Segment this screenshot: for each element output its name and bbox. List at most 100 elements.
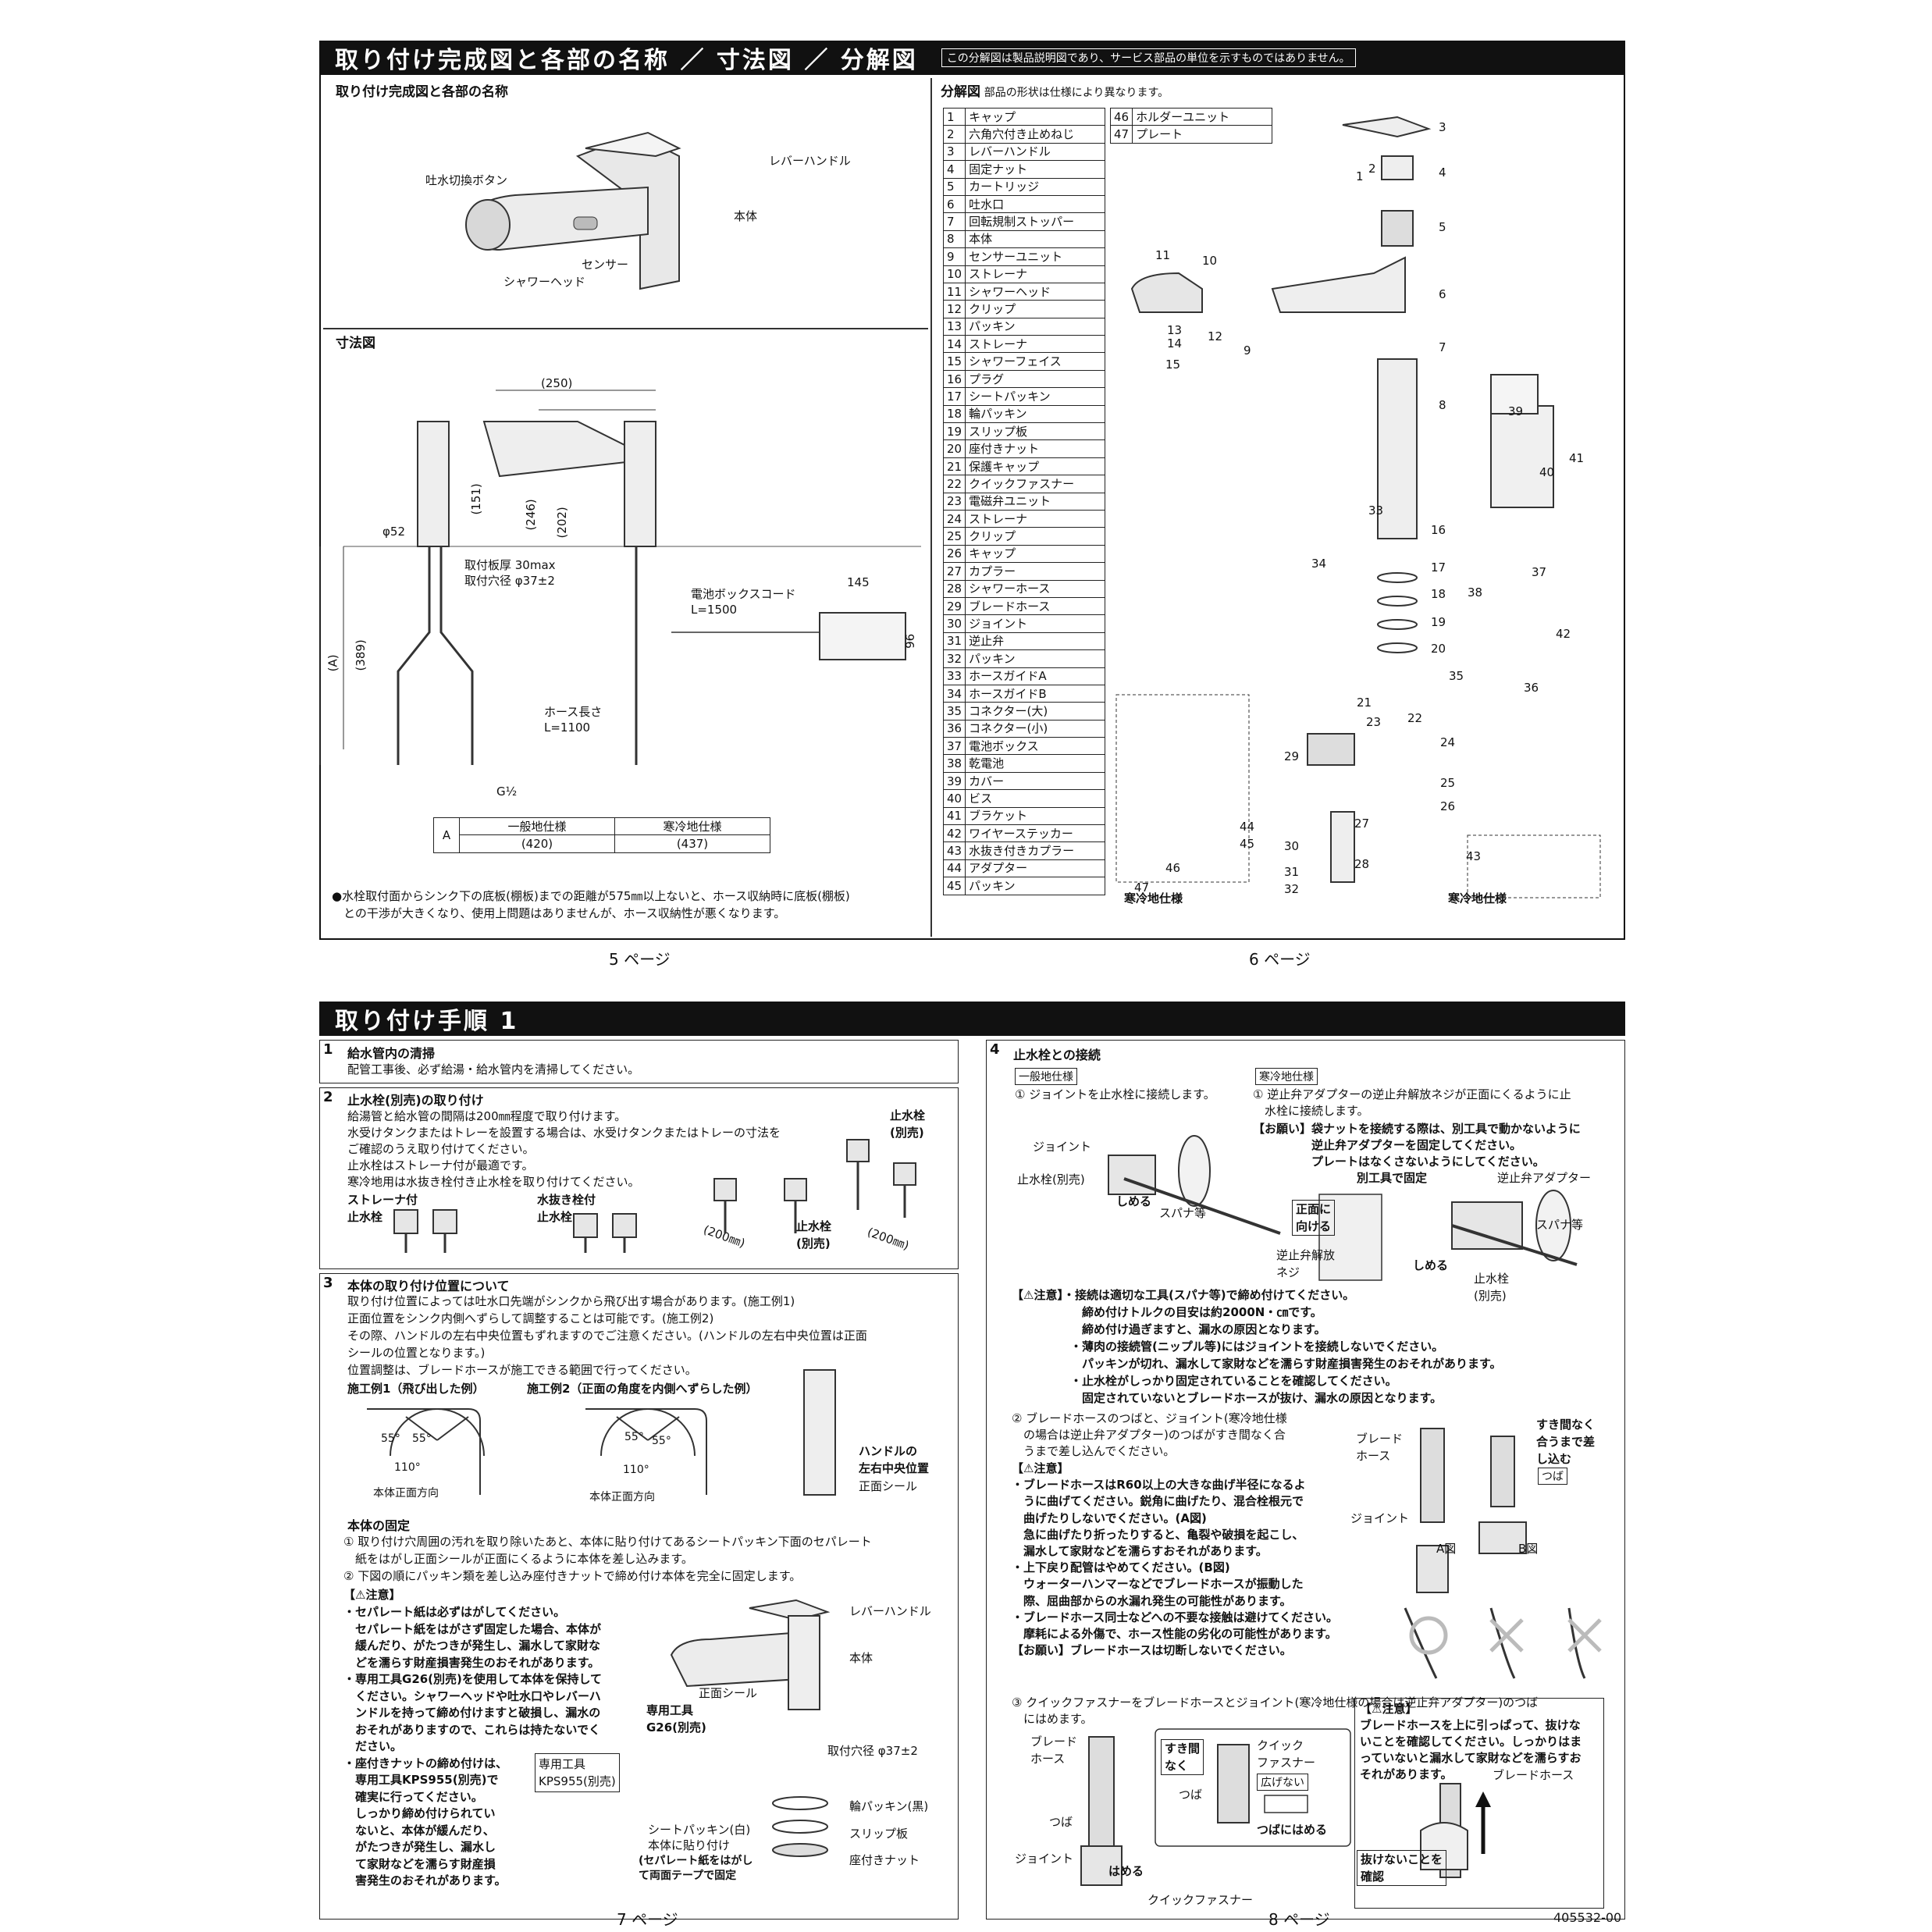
dim-96: 96	[903, 633, 918, 649]
fix-caution-line: ・座付きナットの締め付けは、	[343, 1756, 508, 1770]
tsuba-label: つば	[1538, 1468, 1567, 1485]
fix-line: ② 下図の順にパッキン類を差し込み座付きナットで締め付け本体を完全に固定します。	[343, 1569, 802, 1583]
part-number: 43	[942, 841, 966, 860]
tool-fix: 別工具で固定	[1357, 1171, 1428, 1185]
front-seal-label: 正面シール	[859, 1479, 918, 1493]
fix-caution-line: しっかり締め付けられてい	[343, 1806, 496, 1820]
braid-label: ブレード ホース	[1356, 1432, 1404, 1463]
req1: 【お願い】袋ナットを接続する際は、別工具で動かないように	[1253, 1122, 1581, 1136]
part-name: ストレーナ	[965, 265, 1106, 283]
step4-s2-line: うまで差し込んでください。	[1012, 1444, 1176, 1458]
part-number: 39	[942, 771, 966, 791]
part-name: パッキン	[965, 317, 1106, 336]
dim-389: (389)	[353, 639, 368, 671]
callout-35: 35	[1449, 669, 1464, 683]
part-name: ストレーナ	[965, 509, 1106, 528]
callout-21: 21	[1357, 696, 1372, 710]
part-number: 32	[942, 649, 966, 668]
callout-16: 16	[1431, 523, 1446, 537]
label-lever: レバーハンドル	[769, 154, 851, 168]
part-number: 4	[942, 160, 966, 179]
part-number: 6	[942, 194, 966, 214]
part-name: ホースガイドB	[965, 684, 1106, 703]
fix-caution-line: ・専用工具G26(別売)を使用して本体を保持して	[343, 1672, 602, 1686]
step4-s2-caution-line: 摩耗による外傷で、ホース性能の劣化の可能性があります。	[1012, 1627, 1337, 1641]
callout-28: 28	[1354, 857, 1370, 871]
angle-110a: 110°	[394, 1461, 421, 1474]
step2-num: 2	[323, 1089, 333, 1105]
dimension-drawing	[319, 390, 921, 765]
callout-20: 20	[1431, 642, 1446, 656]
angle-55b: 55°	[412, 1432, 432, 1445]
fit-label: はめる	[1108, 1864, 1144, 1878]
step4-caution-line: 固定されていないとブレードホースが抜け、漏水の原因となります。	[1012, 1391, 1443, 1405]
part-name: カプラー	[965, 562, 1106, 581]
callout-43: 43	[1466, 849, 1482, 863]
tool-g26: 専用工具 G26(別売)	[646, 1703, 706, 1735]
callout-6: 6	[1439, 287, 1446, 301]
part-number: 26	[942, 544, 966, 564]
cold-label-1: 寒冷地仕様	[1124, 891, 1183, 906]
part-name: キャップ	[965, 544, 1106, 564]
ex-angle-drawings	[367, 1369, 836, 1496]
fix-seal: 正面シール	[699, 1686, 758, 1700]
connection-drawings	[1108, 1135, 1578, 1281]
s3-caution-line: っていないと漏水して家財などを濡らすお	[1360, 1751, 1582, 1765]
part-number: 1	[942, 107, 966, 126]
part-number: 15	[942, 352, 966, 371]
part-number: 7	[942, 212, 966, 231]
s3b: にはめます。	[1012, 1712, 1093, 1726]
fix-line: 紙をはがし正面シールが正面にくるように本体を差し込みます。	[343, 1552, 693, 1566]
part-number: 33	[942, 667, 966, 685]
s3-caution-box	[1354, 1698, 1604, 1909]
ex2-title: 施工例2（正面の角度を内側へずらした例）	[527, 1382, 758, 1396]
bottom-header: 取り付け手順 1	[319, 1002, 1625, 1036]
angle-55a: 55°	[381, 1432, 400, 1445]
part-number: 18	[942, 404, 966, 424]
part-name: クリップ	[965, 527, 1106, 546]
part-number: 12	[942, 300, 966, 318]
step4-caution-line: ・薄肉の接続管(ニップル等)にはジョイントを接続しないでください。	[1012, 1340, 1444, 1354]
spec-col2: 寒冷地仕様	[614, 817, 770, 836]
fix-caution-line: ・セパレート紙は必ずはがしてください。	[343, 1605, 566, 1619]
tool-kps: 専用工具 KPS955(別売)	[535, 1753, 620, 1792]
req2: 逆止弁アダプターを固定してください。	[1253, 1138, 1522, 1152]
label-head: シャワーヘッド	[503, 275, 586, 289]
part-name: スリップ板	[965, 422, 1106, 441]
step4-s2-caution-line: 【お願い】ブレードホースは切断しないでください。	[1012, 1643, 1292, 1658]
fix-slip: スリップ板	[849, 1827, 909, 1841]
part-number: 45	[942, 877, 966, 895]
figB-label: B図	[1518, 1542, 1539, 1556]
conn-stop: 止水栓(別売)	[1017, 1172, 1085, 1187]
tsuba2-label: つば	[1179, 1788, 1203, 1802]
page-5: 5 ページ	[609, 950, 671, 969]
callout-36: 36	[1524, 681, 1539, 695]
qf-label: クイック ファスナー	[1257, 1738, 1316, 1770]
fix-drawing	[670, 1599, 831, 1857]
s3-caution-line: ブレードホースを上に引っぱって、抜けな	[1360, 1718, 1581, 1732]
callout-29: 29	[1284, 749, 1300, 763]
part-name: クイックファスナー	[965, 475, 1106, 493]
part-number: 35	[942, 702, 966, 720]
part-number: 16	[942, 369, 966, 389]
fix-nut: 座付きナット	[849, 1853, 920, 1867]
callout-41: 41	[1569, 451, 1585, 465]
dimension-title: 寸法図	[336, 336, 375, 351]
fit-tsuba-label: つばにはめる	[1257, 1823, 1328, 1837]
figA-label: A図	[1436, 1542, 1457, 1556]
step1-num: 1	[323, 1041, 333, 1058]
step4-box	[986, 1040, 1625, 1920]
